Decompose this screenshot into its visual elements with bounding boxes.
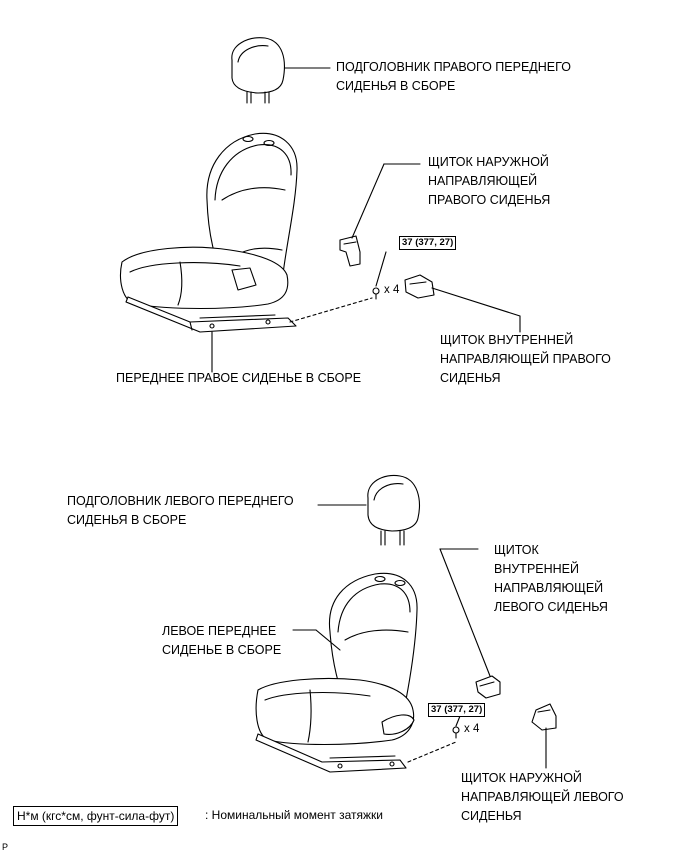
left-inner-cover-leader xyxy=(439,548,491,677)
right-inner-cover-leader xyxy=(431,287,521,317)
left-outer-cover-label: ЩИТОК НАРУЖНОЙ НАПРАВЛЯЮЩЕЙ ЛЕВОГО СИДЕН… xyxy=(461,771,624,823)
left-bolt-drawing xyxy=(452,726,460,739)
left-torque-spec: 37 (377, 27) xyxy=(428,703,486,717)
right-bolt-drawing xyxy=(372,287,380,300)
right-seat-label: ПЕРЕДНЕЕ ПРАВОЕ СИДЕНЬЕ В СБОРЕ xyxy=(116,371,362,385)
right-seat-drawing xyxy=(119,132,298,333)
right-headrest-drawing xyxy=(231,37,285,104)
left-seat-drawing xyxy=(255,572,418,773)
left-headrest-label: ПОДГОЛОВНИК ЛЕВОГО ПЕРЕДНЕГО СИДЕНЬЯ В С… xyxy=(67,494,294,527)
left-bolt-quantity: x 4 xyxy=(464,723,480,735)
torque-legend-box: Н*м (кгс*см, фунт-сила-фут) xyxy=(13,806,179,826)
right-inner-cover-label: ЩИТОК ВНУТРЕННЕЙ НАПРАВЛЯЮЩЕЙ ПРАВОГО СИ… xyxy=(440,333,611,385)
right-bolt-quantity: x 4 xyxy=(384,284,400,296)
right-torque-spec: 37 (377, 27) xyxy=(399,236,457,250)
left-torque-leader xyxy=(455,715,461,727)
right-headrest-label: ПОДГОЛОВНИК ПРАВОГО ПЕРЕДНЕГО СИДЕНЬЯ В … xyxy=(336,60,571,93)
right-inner-cover-drawing xyxy=(404,274,435,299)
right-seat-dashed-leader xyxy=(289,297,373,323)
left-seat-label: ЛЕВОЕ ПЕРЕДНЕЕ СИДЕНЬЕ В СБОРЕ xyxy=(162,624,282,657)
page-code: P xyxy=(2,842,9,852)
right-outer-cover-leader xyxy=(351,163,385,239)
left-inner-cover-drawing xyxy=(475,675,501,699)
right-torque-leader xyxy=(375,251,387,287)
torque-legend-text: : Номинальный момент затяжки xyxy=(205,808,383,822)
left-headrest-drawing xyxy=(367,474,420,546)
left-seat-dashed-leader xyxy=(407,741,457,763)
left-outer-cover-drawing xyxy=(531,703,557,731)
left-inner-cover-label: ЩИТОК ВНУТРЕННЕЙ НАПРАВЛЯЮЩЕЙ ЛЕВОГО СИД… xyxy=(494,543,608,614)
right-outer-cover-drawing xyxy=(339,235,361,267)
left-seat-leader-diag xyxy=(315,629,341,651)
right-outer-cover-label: ЩИТОК НАРУЖНОЙ НАПРАВЛЯЮЩЕЙ ПРАВОГО СИДЕ… xyxy=(428,155,551,207)
